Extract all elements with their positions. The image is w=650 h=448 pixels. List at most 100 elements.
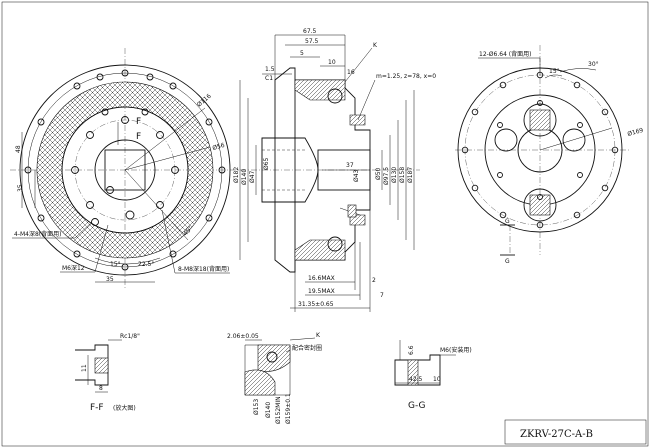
rear-rim-holes (461, 71, 619, 229)
rear-view: 12-Ø6.64 (背面用) 30° 15° Ø169 G G (455, 45, 644, 265)
section-f-top: F (136, 117, 141, 127)
front-angle-225: 22.5° (138, 261, 154, 268)
front-dim-116-leader (124, 107, 206, 171)
k-label: K (316, 332, 321, 339)
dim-166max: 16.6MAX (308, 275, 335, 282)
dia169-leader (539, 127, 613, 151)
front-bolt-circle-outer (27, 72, 223, 268)
m8-leader-tip (161, 209, 176, 274)
front-inner-holes (71, 108, 179, 226)
m4-leader-tip (74, 221, 93, 239)
dia-47: Ø47 (249, 170, 256, 183)
k-note: 配合密封圈 (292, 344, 322, 352)
gg-dim-425: 42.5 (409, 376, 423, 383)
dim-675: 67.5 (303, 28, 317, 35)
rear-angle-15-arc (544, 74, 563, 79)
front-dim-56-leader (124, 146, 211, 171)
rear-pocket-bottom (523, 188, 557, 222)
dim-7: 7 (380, 292, 384, 299)
rear-pocket-left (494, 128, 518, 152)
front-center-square (104, 149, 146, 191)
section-g-label-top: G (505, 218, 510, 225)
title-box (504, 419, 647, 445)
dia-975: Ø97.5 (383, 167, 390, 185)
dim-195max: 19.5MAX (308, 288, 335, 295)
front-angle-15: 15° (110, 261, 121, 268)
front-dim-35-bottom: 35 (106, 276, 114, 283)
rear-holes-label: 12-Ø6.64 (背面用) (479, 50, 531, 58)
section-f-bottom: F (136, 132, 141, 142)
seal-ring (347, 204, 357, 218)
dim-16: 16 (347, 69, 355, 76)
k-dia-140: Ø140 (265, 402, 272, 418)
gg-dim-10: 10 (433, 376, 441, 383)
k-oring (266, 351, 278, 363)
k-dim-206: 2.06±0.05 (227, 333, 259, 340)
detail-ff: Rc1/8" 11 8 F-F (放大图) (75, 333, 140, 413)
front-inner-flange (61, 106, 189, 234)
rear-angle-30: 30° (588, 61, 599, 68)
gg-caption: G-G (408, 401, 426, 411)
ff-caption-suffix: (放大图) (113, 404, 136, 412)
rear-pocket-right (562, 128, 586, 152)
dia-50: Ø50 (375, 167, 382, 180)
dia-65: Ø65 (263, 157, 270, 170)
k-dia-153: Ø153 (253, 399, 260, 415)
gear-tooth-upper (349, 114, 366, 126)
rear-angle-30-arc (559, 68, 597, 73)
rear-angle-15: 15° (549, 68, 560, 75)
front-hub (94, 139, 156, 201)
m8-label: 8-M8深18(背面用) (178, 265, 229, 273)
rear-pocket-bottom-detail (529, 194, 551, 216)
lower-bearing (327, 236, 343, 252)
k-label: K (373, 42, 378, 49)
dim-3135: 31.35±0.65 (298, 301, 334, 308)
ff-dim-11: 11 (81, 364, 88, 372)
rear-inner-holes (497, 100, 583, 200)
k-dia-1591: Ø159±0.1 (285, 393, 292, 424)
front-rim-holes (24, 69, 226, 271)
dia-140: Ø140 (241, 169, 248, 185)
dia-182: Ø182 (233, 167, 240, 183)
k-seal-groove (257, 344, 291, 372)
dim-575: 57.5 (305, 38, 319, 45)
dim-43: Ø43 (353, 169, 360, 182)
ff-caption: F-F (90, 403, 104, 413)
m6-label: M6深12 (62, 264, 85, 272)
section-g-label-bottom: G (505, 258, 510, 265)
front-angle-arc (94, 257, 161, 265)
title-box-text: ZKRV-27C-A-B (520, 429, 593, 440)
ff-thread-label: Rc1/8" (120, 333, 140, 340)
gg-hole-section (407, 359, 419, 386)
gear-spec: m=1.25, z=78, x=0 (376, 73, 436, 80)
k-dia-152: Ø152MIN (275, 396, 282, 424)
ff-dim-8: 8 (99, 385, 103, 392)
front-dim-48: 48 (15, 145, 22, 153)
dim-15: 1.5 (265, 66, 275, 73)
dim-2: 2 (372, 277, 376, 284)
side-view: 67.5 57.5 5 10 1.5 C1 16 K m=1.25, z=78,… (233, 28, 436, 312)
rear-pocket-top-detail (529, 109, 551, 131)
dia-187: Ø187 (407, 167, 414, 183)
side-lower-flange-section (294, 239, 346, 261)
rear-dia-169: Ø169 (627, 127, 645, 138)
front-dim-35: 35 (17, 184, 24, 192)
gg-dim-66: 6.6 (408, 345, 415, 355)
m6-leader-tip (94, 224, 109, 273)
front-view: Ø116 Ø56 48 35 35 15° 22.5° 45° F F 4-M4… (10, 48, 245, 290)
chamfer-c1: C1 (265, 75, 273, 82)
rear-pocket-top (523, 103, 557, 137)
dia-130: Ø130 (391, 167, 398, 183)
front-dim-45-line (124, 169, 189, 241)
gear-leader (357, 79, 376, 121)
ff-thread-section (94, 357, 109, 374)
k-leader (344, 47, 373, 83)
dim-5: 5 (300, 50, 304, 57)
gg-m6: M6(安装用) (440, 346, 472, 354)
m4-label: 4-M4深8(背面用) (14, 230, 61, 238)
k-leader (289, 337, 316, 341)
detail-gg: M6(安装用) 6.6 42.5 10 G-G (394, 340, 472, 411)
dim-37: 37 (346, 162, 354, 169)
